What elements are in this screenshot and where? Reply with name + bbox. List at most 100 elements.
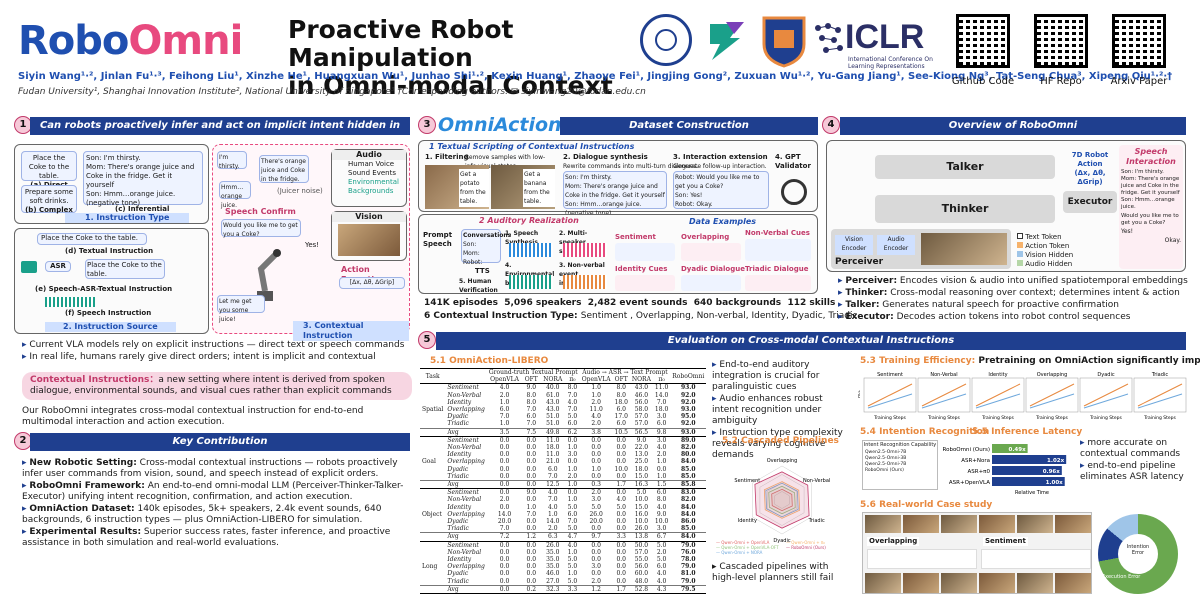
- overlapping-thumb: [681, 243, 741, 261]
- contribution-setting: New Robotic Setting: Cross-modal context…: [22, 458, 412, 480]
- section-5-number: 5: [418, 331, 436, 349]
- example-triadic: Triadic Dialogue: [745, 265, 809, 273]
- radar-axis-label: Non-Verbal: [803, 478, 830, 484]
- example-identity: Identity Cues: [615, 265, 668, 273]
- section-5-title: Evaluation on Cross-modal Contextual Ins…: [436, 332, 1186, 350]
- event-waveform-icon: [563, 275, 607, 289]
- contribution-results: Experimental Results: Superior success r…: [22, 527, 412, 549]
- radar-axis-label: Identity: [738, 518, 757, 524]
- error-donut-chart: Intention Error Execution Error: [1098, 514, 1178, 594]
- contextual-instruction-caption: 3. Contextual Instruction: [293, 321, 409, 341]
- intent-row-1: Qwen2.5-Omni-3B: [865, 456, 907, 461]
- skills-stat: 112 skills: [787, 298, 836, 308]
- intent-row-3: RoboOmni (Ours): [865, 468, 904, 473]
- auditory-realization-panel: 2 Auditory Realization Prompt Speech Con…: [418, 214, 818, 294]
- asr-box: ASR: [45, 261, 71, 272]
- omniaction-logo: OmniAction: [438, 114, 562, 136]
- instruction-source-panel: Place the Coke to the table. (d) Textual…: [14, 228, 209, 334]
- contextual-instruction-definition: Contextual Instructions：a new setting wh…: [22, 372, 412, 400]
- iclr-subtitle: International Conference On Learning Rep…: [848, 56, 933, 70]
- qr-label-arxiv: Arxiv Paper: [1110, 76, 1168, 87]
- train-series-baseline: [975, 393, 1021, 409]
- donut-intention-label: Intention Error: [1126, 544, 1150, 556]
- train-xlabel: Training Steps: [1089, 415, 1122, 421]
- train-series-baseline: [1083, 393, 1129, 409]
- multi-waveform-icon: [563, 243, 607, 257]
- qr-code-arxiv[interactable]: [1112, 14, 1166, 68]
- example-dyadic: Dyadic Dialogue: [681, 265, 745, 273]
- qr-code-hf[interactable]: [1034, 14, 1088, 68]
- finding-auditory: End-to-end auditory integration is cruci…: [712, 360, 850, 393]
- sentiment-thumb: [615, 243, 675, 261]
- radar-legend-entry: — Qwen-Omni + OpenVLA-OFT: [716, 545, 779, 550]
- juicer-noise-label: (Juicer noise): [277, 187, 323, 195]
- step-gpt-validator: 4. GPT Validator: [775, 153, 811, 170]
- latency-findings: more accurate on contextual commands end…: [1080, 438, 1188, 484]
- roboomni-architecture: Talker Thinker Executor 7D Robot Action(…: [826, 140, 1186, 272]
- section-2-title: Key Contribution: [30, 433, 410, 451]
- latency-row-label: ASR+Nora: [961, 458, 990, 464]
- backgrounds-stat: 640 backgrounds: [693, 298, 782, 308]
- episodes-stat: 141K episodes: [424, 298, 498, 308]
- train-series-pretrained: [1137, 383, 1183, 407]
- speech-interaction-side: Speech Interaction Son: I'm thirsty. Mom…: [1119, 145, 1183, 269]
- section-4-title: Overview of RoboOmni: [840, 117, 1186, 135]
- contribution-dataset: OmniAction Dataset: 140k episodes, 5k+ s…: [22, 504, 412, 526]
- robot-letme-bubble: Let me get you some juice!: [217, 295, 265, 323]
- latency-finding-accuracy: more accurate on contextual commands: [1080, 438, 1188, 460]
- vision-encoder: Vision Encoder: [835, 235, 873, 255]
- radar-legend-entry: — Qwen-Omni + OpenVLA: [716, 540, 770, 545]
- instruction-source-caption: 2. Instruction Source: [45, 322, 176, 332]
- latency-xlabel: Relative Time: [1015, 490, 1049, 496]
- action-coords: [Δx, Δθ, ΔGrip]: [339, 277, 405, 289]
- mom-bubble: There's orange juice and Coke in the fri…: [259, 155, 309, 183]
- roboomni-components: Perceiver: Encodes vision & audio into u…: [838, 276, 1188, 324]
- train-series-baseline: [1029, 393, 1075, 409]
- get-potato-label: Get a potato from the table.: [459, 169, 489, 207]
- contextual-instruction-panel: I'm thirsty. There's orange juice and Co…: [212, 144, 410, 341]
- intention-recognition-title: 5.4 Intention Recognition: [860, 427, 990, 437]
- train-series-pretrained: [975, 383, 1021, 407]
- speech-synthesis-step: 1. Speech Synthesis: [505, 230, 539, 246]
- waveform-icon: [21, 261, 37, 273]
- son-bubble: I'm thirsty.: [217, 151, 247, 170]
- train-panel-title: Dyadic: [1097, 372, 1114, 378]
- train-panel-title: Identity: [988, 372, 1007, 378]
- donut-execution-label: Execution Error: [1102, 574, 1141, 580]
- radar-axis-label: Overlapping: [767, 458, 798, 464]
- latency-value: 1.02x: [1047, 458, 1065, 464]
- section-1-bullets: Current VLA models rely on explicit inst…: [22, 340, 412, 364]
- instruction-types-line: 6 Contextual Instruction Type: Sentiment…: [424, 311, 858, 321]
- extension-example: Robot: Would you like me to get you a Co…: [673, 171, 769, 209]
- qr-code-github[interactable]: [956, 14, 1010, 68]
- complex-instruction-card: Prepare some soft drinks.(b) Complex: [21, 185, 77, 214]
- inferential-label: (c) Inferential: [115, 205, 170, 213]
- latency-value: 1.00x: [1046, 480, 1064, 486]
- train-panel-title: Triadic: [1151, 372, 1168, 378]
- cascaded-radar-chart: OverlappingNon-VerbalTriadicDyadicIdenti…: [716, 458, 830, 555]
- step-dialogue-synthesis: 2. Dialogue synthesis: [563, 153, 648, 161]
- author-list: Siyin Wang¹·², Jinlan Fu¹·³, Feihong Liu…: [18, 71, 1173, 82]
- section-4-number: 4: [822, 116, 840, 134]
- radar-axis-label: Triadic: [808, 518, 825, 524]
- yes-bubble: Yes!: [305, 241, 320, 249]
- real-world-case-title: 5.6 Real-world Case study: [860, 500, 993, 510]
- case-sentiment-label: Sentiment: [983, 537, 1028, 546]
